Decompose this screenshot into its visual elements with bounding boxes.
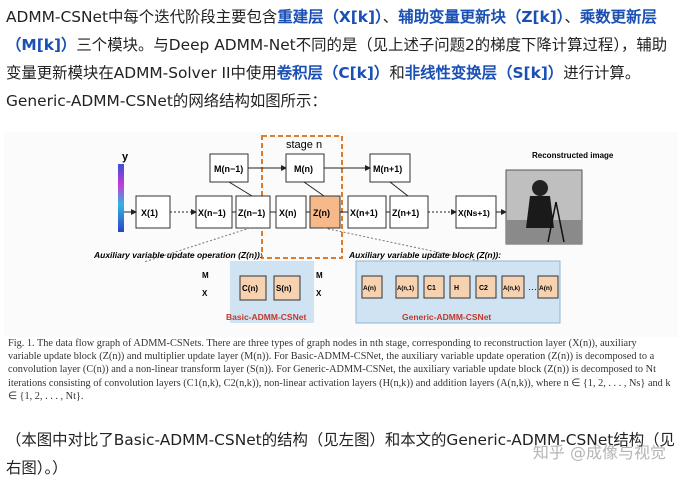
nonlin-layer-term: 非线性变换层（S[k]） xyxy=(404,64,564,82)
svg-text:M: M xyxy=(202,271,209,280)
intro-paragraph: ADMM-CSNet中每个迭代阶段主要包含重建层（X[k]）、辅助变量更新块（Z… xyxy=(6,8,668,110)
node-z-next xyxy=(389,195,429,229)
node-x-prev xyxy=(195,195,233,229)
svg-text:X(n−1): X(n−1) xyxy=(198,208,226,218)
svg-text:…: … xyxy=(528,282,537,292)
node-x-next xyxy=(347,195,387,229)
mult-layer-term: 乘数更新层（M[k]） xyxy=(6,8,657,54)
basic-nonlin-node xyxy=(273,275,301,301)
figure-caption: Fig. 1. The data flow graph of ADMM-CSNe… xyxy=(8,338,671,402)
svg-text:A(n,1): A(n,1) xyxy=(397,286,414,292)
intro-text-a: ADMM-CSNet中每个迭代阶段主要包含 xyxy=(6,8,278,26)
y-vector xyxy=(118,164,124,232)
basic-conv-node xyxy=(239,275,267,301)
svg-text:Z(n+1): Z(n+1) xyxy=(392,208,419,218)
svg-text:A(n): A(n) xyxy=(539,285,552,292)
svg-text:Z(n−1): Z(n−1) xyxy=(238,208,265,218)
note-paragraph: （本图中对比了Basic-ADMM-CSNet的结构（见左图）和本文的Gener… xyxy=(6,431,675,477)
intro-text-b: 三个模块。与Deep ADMM-Net不同的是（见上述子问题2的梯度下降计算过程… xyxy=(6,36,668,82)
svg-text:X(n): X(n) xyxy=(279,208,297,218)
svg-text:M(n−1): M(n−1) xyxy=(214,164,243,174)
stage-box xyxy=(261,135,343,259)
recon-layer-term: 重建层（X[k]） xyxy=(277,8,383,26)
svg-text:C1: C1 xyxy=(427,285,436,292)
node-x-last xyxy=(455,195,497,229)
watermark: 知乎 @成像与视觉 xyxy=(532,443,666,462)
svg-text:X(n+1): X(n+1) xyxy=(350,208,378,218)
node-m-prev xyxy=(209,153,249,183)
svg-text:C2: C2 xyxy=(479,285,488,292)
aux-op-label: Auxiliary variable update operation (Z(n… xyxy=(93,250,263,260)
svg-text:X: X xyxy=(316,289,322,298)
svg-text:M: M xyxy=(316,271,323,280)
svg-text:X: X xyxy=(202,289,208,298)
svg-text:M(n+1): M(n+1) xyxy=(373,164,402,174)
stage-label: stage n xyxy=(286,139,322,151)
svg-text:X(Ns+1): X(Ns+1) xyxy=(458,208,490,218)
aux-block-label: Auxiliary variable update block (Z(n)): xyxy=(348,250,501,260)
svg-text:H: H xyxy=(454,285,459,292)
svg-text:A(n,k): A(n,k) xyxy=(503,286,520,292)
svg-text:M(n): M(n) xyxy=(294,164,313,174)
conv-layer-term: 卷积层（C[k]） xyxy=(276,64,390,82)
node-x-cur xyxy=(275,195,307,229)
y-label: y xyxy=(122,151,129,163)
reconstructed-label: Reconstructed image xyxy=(532,151,614,160)
svg-text:X(1): X(1) xyxy=(141,208,158,218)
generic-admm-csnet-label: Generic-ADMM-CSNet xyxy=(402,312,491,322)
intro-text-c: 进行计算。Generic-ADMM-CSNet的网络结构如图所示： xyxy=(6,64,641,110)
svg-text:Z(n): Z(n) xyxy=(313,208,330,218)
admm-csnet-figure: y stage n M(n−1) M(n) M(n+1) X(1) X(n−1)… xyxy=(4,132,678,337)
svg-text:A(n): A(n) xyxy=(363,285,376,292)
svg-text:C(n): C(n) xyxy=(242,284,258,293)
basic-admm-csnet-label: Basic-ADMM-CSNet xyxy=(226,312,306,322)
svg-text:S(n): S(n) xyxy=(276,284,292,293)
aux-block-term: 辅助变量更新块（Z[k]） xyxy=(398,8,565,26)
